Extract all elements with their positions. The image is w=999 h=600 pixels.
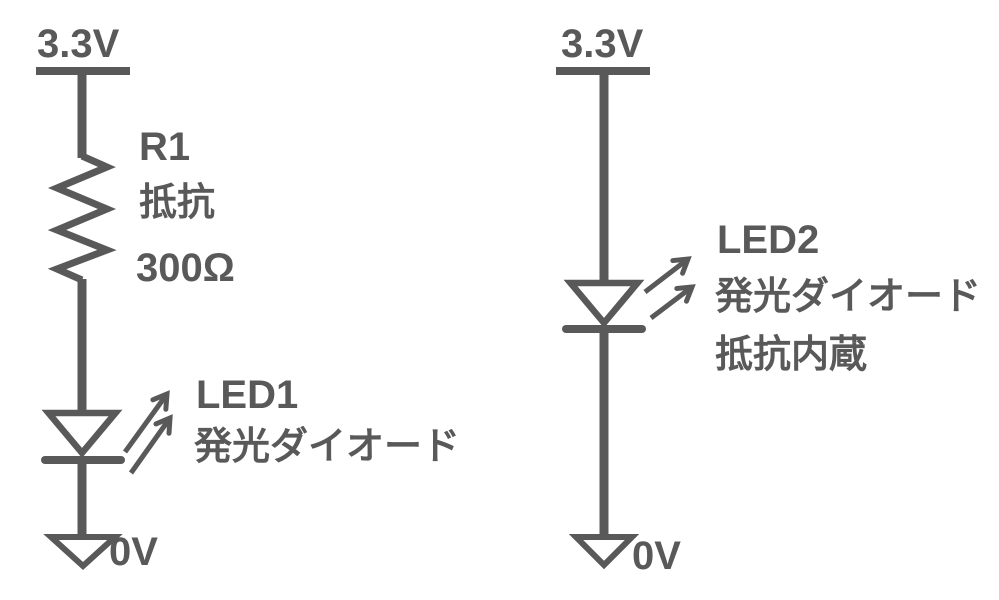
led2-ref-label: LED2	[717, 218, 820, 262]
led1-triangle-icon	[41, 409, 123, 459]
ground-symbol-left	[43, 534, 123, 571]
resistor-ref-label: R1	[139, 125, 191, 169]
led2-emission-arrow-icon	[643, 256, 692, 294]
resistor-symbol	[47, 152, 117, 284]
resistor-value-label: 300Ω	[136, 246, 235, 290]
led1-emission-arrow-icon	[122, 390, 170, 454]
led2-note-label: 抵抗内蔵	[715, 334, 868, 376]
led2-triangle-icon	[563, 279, 645, 329]
ground-voltage-label-left: 0V	[109, 530, 158, 574]
ground-symbol-right	[568, 534, 640, 570]
led2-emission-arrow-icon	[649, 284, 696, 320]
ground-voltage-label-right: 0V	[632, 534, 681, 578]
circuit-right-graphics	[556, 67, 696, 570]
led1-ref-label: LED1	[196, 373, 299, 417]
led1-name-label: 発光ダイオード	[194, 426, 461, 468]
circuit-left-graphics	[36, 67, 173, 571]
resistor-name-label: 抵抗	[139, 182, 216, 224]
led2-name-label: 発光ダイオード	[715, 276, 982, 318]
led1-emission-arrow-icon	[128, 414, 173, 475]
supply-voltage-label-right: 3.3V	[561, 22, 644, 66]
supply-voltage-label-left: 3.3V	[37, 22, 120, 66]
